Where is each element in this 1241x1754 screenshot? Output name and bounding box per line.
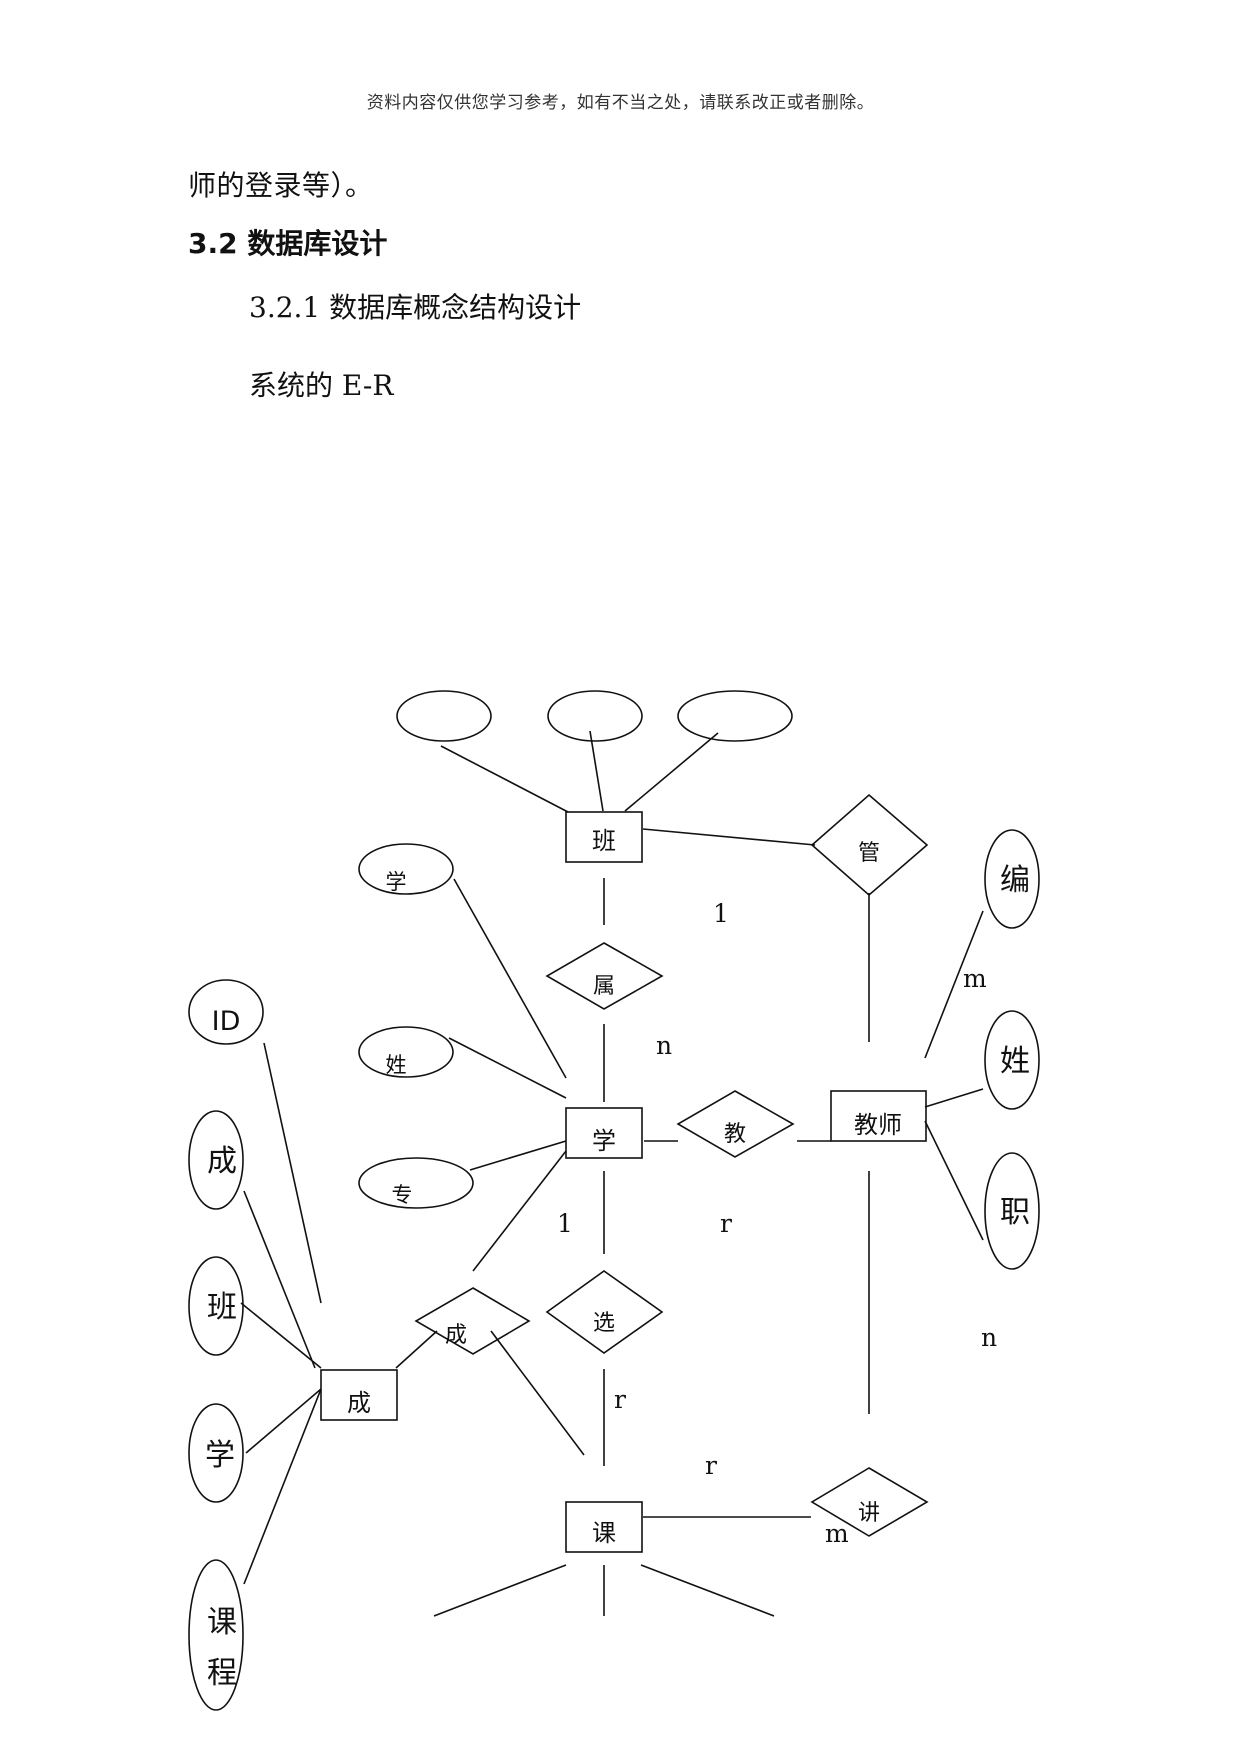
relationship-grade-text: 成: [445, 1323, 467, 1348]
student-attr-3: [358, 1157, 474, 1209]
entity-student: [565, 1107, 643, 1159]
grade-attr-course: [188, 1559, 244, 1711]
teacher-title-text: 职: [1000, 1195, 1030, 1230]
entity-student-text: 学: [592, 1127, 616, 1155]
card-lecture-course: m: [825, 1519, 849, 1548]
relationship-manage: [810, 793, 929, 897]
relationship-teach-text: 教: [724, 1122, 746, 1147]
card-teacher-lecture: n: [981, 1323, 997, 1352]
card-teach-student: r: [720, 1209, 732, 1238]
card-student-belongs: 1: [557, 1209, 573, 1238]
grade-course-text: 课: [207, 1605, 237, 1640]
entity-grade-text: 成: [347, 1389, 371, 1417]
student-attr-2: [358, 1026, 454, 1078]
grade-class-text: 班: [207, 1290, 237, 1325]
relationship-grade: [414, 1287, 531, 1355]
card-select-student: r: [614, 1385, 626, 1414]
teacher-attr-title: [984, 1152, 1040, 1270]
grade-attr-id: [188, 979, 264, 1045]
relationship-select: [545, 1270, 664, 1354]
entity-course-text: 课: [592, 1519, 616, 1547]
class-attr-2: [547, 690, 643, 742]
student-attr-3-text: 专: [392, 1183, 413, 1207]
relationship-select-text: 选: [593, 1311, 615, 1336]
card-teacher-manage: m: [963, 964, 987, 993]
relationship-lecture: [810, 1467, 929, 1537]
teacher-attr-no: [984, 829, 1040, 929]
card-select-course: r: [705, 1451, 717, 1480]
entity-course: [565, 1501, 643, 1553]
teacher-name-text: 姓: [1000, 1044, 1030, 1079]
grade-score-text: 成: [207, 1144, 237, 1179]
relationship-teach: [676, 1090, 795, 1158]
class-attr-1: [396, 690, 492, 742]
page-header: 资料内容仅供您学习参考，如有不当之处，请联系改正或者删除。: [366, 93, 875, 113]
student-attr-1: [358, 843, 454, 895]
student-attr-1-text: 学: [386, 870, 407, 894]
student-attr-2-text: 姓: [386, 1053, 407, 1077]
grade-attr-score: [188, 1110, 244, 1210]
entity-teacher-text: 教师: [854, 1111, 902, 1139]
subsection-heading: 3.2.1 数据库概念结构设计: [249, 291, 582, 324]
relationship-manage-text: 管: [858, 841, 880, 866]
entity-class: [565, 811, 643, 863]
entity-grade: [320, 1369, 398, 1421]
relationship-belongs-text: 属: [593, 974, 615, 999]
connector-lines: [240, 730, 984, 1617]
teacher-no-text: 编: [1000, 863, 1030, 898]
grade-student-text: 学: [205, 1438, 235, 1473]
grade-course-2-text: 程: [207, 1656, 237, 1691]
card-class-belongs: n: [656, 1031, 672, 1060]
grade-id-text: ID: [212, 1006, 241, 1037]
class-attr-3: [677, 690, 793, 742]
entity-teacher: [830, 1090, 927, 1142]
section-heading: 3.2 数据库设计: [188, 227, 388, 260]
entity-class-text: 班: [592, 827, 616, 855]
grade-attr-student: [188, 1403, 244, 1503]
teacher-attr-name: [984, 1010, 1040, 1110]
card-class-manage: 1: [713, 899, 729, 928]
body-paragraph: 系统的 E-R: [249, 369, 394, 402]
relationship-lecture-text: 讲: [858, 1501, 880, 1526]
grade-attr-class: [188, 1256, 244, 1356]
continuation-text: 师的登录等）。: [188, 169, 374, 202]
relationship-belongs: [545, 942, 664, 1010]
